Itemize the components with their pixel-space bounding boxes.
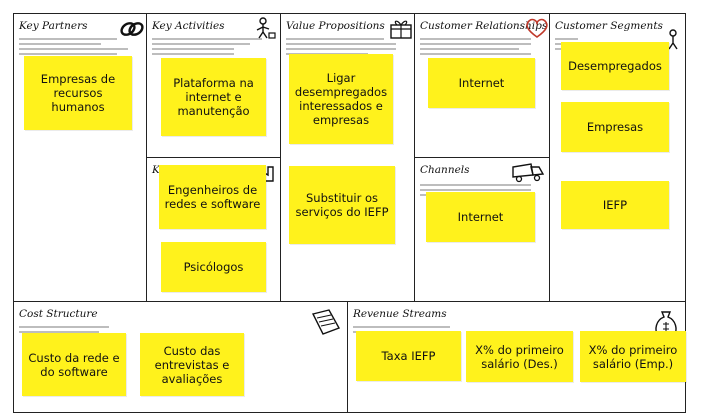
key-activities-prompt-text bbox=[152, 38, 266, 58]
sticky-note[interactable]: Custo das entrevistas e avaliações bbox=[140, 333, 244, 396]
truck-icon bbox=[512, 163, 545, 183]
sticky-note[interactable]: Empresas bbox=[561, 102, 669, 152]
cost-structure-prompt-text bbox=[19, 326, 112, 336]
sticky-note[interactable]: Internet bbox=[426, 192, 535, 242]
sticky-note[interactable]: Substituir os serviços do IEFP bbox=[289, 166, 395, 244]
chain-link-icon bbox=[120, 22, 144, 36]
sticky-note[interactable]: IEFP bbox=[561, 181, 669, 229]
sticky-note[interactable]: Plataforma na internet e manutenção bbox=[161, 58, 266, 136]
customer-relationships-prompt-text bbox=[420, 38, 535, 58]
sticky-note[interactable]: Desempregados bbox=[561, 42, 669, 90]
gift-icon bbox=[390, 20, 412, 39]
sticky-note[interactable]: Empresas de recursos humanos bbox=[24, 56, 132, 130]
sticky-note[interactable]: Internet bbox=[428, 58, 535, 108]
key-resources-title: K bbox=[152, 164, 160, 176]
price-tag-icon bbox=[311, 309, 341, 335]
revenue-streams-title: Revenue Streams bbox=[353, 308, 447, 320]
sticky-note[interactable]: X% do primeiro salário (Emp.) bbox=[580, 331, 686, 382]
value-propositions-title: Value Propositions bbox=[286, 20, 385, 32]
sticky-note[interactable]: X% do primeiro salário (Des.) bbox=[466, 331, 573, 382]
cost-structure-title: Cost Structure bbox=[19, 308, 98, 320]
key-activities-title: Key Activities bbox=[152, 20, 225, 32]
key-partners-title: Key Partners bbox=[19, 20, 88, 32]
sticky-note[interactable]: Taxa IEFP bbox=[356, 331, 461, 381]
sticky-note[interactable]: Engenheiros de redes e software bbox=[159, 165, 266, 229]
customer-relationships-title: Customer Relationships bbox=[420, 20, 548, 32]
sticky-note[interactable]: Psicólogos bbox=[161, 242, 266, 292]
sticky-note[interactable]: Ligar desempregados interessados e empre… bbox=[289, 54, 393, 144]
channels-title: Channels bbox=[420, 164, 470, 176]
heart-icon bbox=[526, 18, 548, 38]
customer-relationships-cell: Customer Relationships bbox=[414, 13, 550, 158]
sticky-note[interactable]: Custo da rede e do software bbox=[22, 333, 126, 396]
customer-segments-title: Customer Segments bbox=[555, 20, 663, 32]
worker-icon bbox=[256, 17, 276, 39]
key-partners-prompt-text bbox=[19, 38, 133, 58]
person-icon bbox=[668, 29, 678, 50]
